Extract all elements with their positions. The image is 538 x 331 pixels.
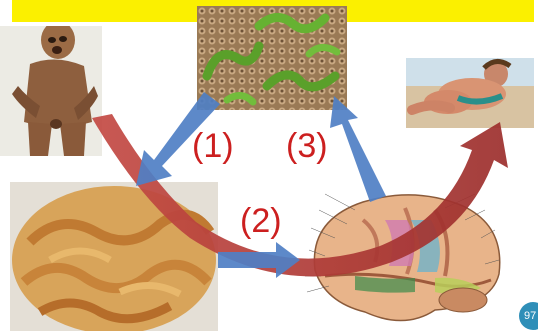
step-label-3: (3)	[286, 129, 328, 163]
page-number-badge: 97	[519, 302, 538, 330]
step-label-1: (1)	[192, 129, 234, 163]
step-label-2: (2)	[240, 204, 282, 238]
brain-diagram-image	[285, 180, 520, 331]
person-in-pain-image	[0, 26, 102, 156]
obese-person-image	[406, 58, 534, 128]
intestine-image	[10, 182, 218, 331]
bacteria-image	[197, 6, 347, 110]
